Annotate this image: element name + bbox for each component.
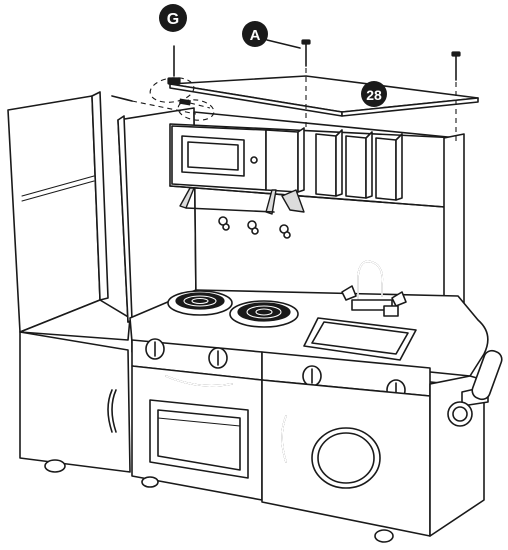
callout-a-badge: A xyxy=(242,21,301,49)
right-side xyxy=(429,349,503,537)
top-panel-28 xyxy=(169,75,479,117)
screws xyxy=(111,39,461,142)
left-cabinet xyxy=(19,299,131,473)
sink xyxy=(303,260,417,361)
upper-shelf xyxy=(169,123,465,343)
oven xyxy=(131,365,263,501)
callout-28-label: 28 xyxy=(366,87,382,103)
hood-and-hooks xyxy=(179,187,305,239)
washer xyxy=(261,379,431,543)
callout-g-label: G xyxy=(167,11,179,28)
towel-bar-end xyxy=(471,349,503,401)
callout-a-label: A xyxy=(250,27,261,44)
control-panel xyxy=(131,338,431,401)
left-side-panel xyxy=(7,91,109,333)
callout-28-badge: 28 xyxy=(361,81,387,107)
stovetop-burners xyxy=(167,290,299,328)
callout-g-badge: G xyxy=(159,4,187,32)
